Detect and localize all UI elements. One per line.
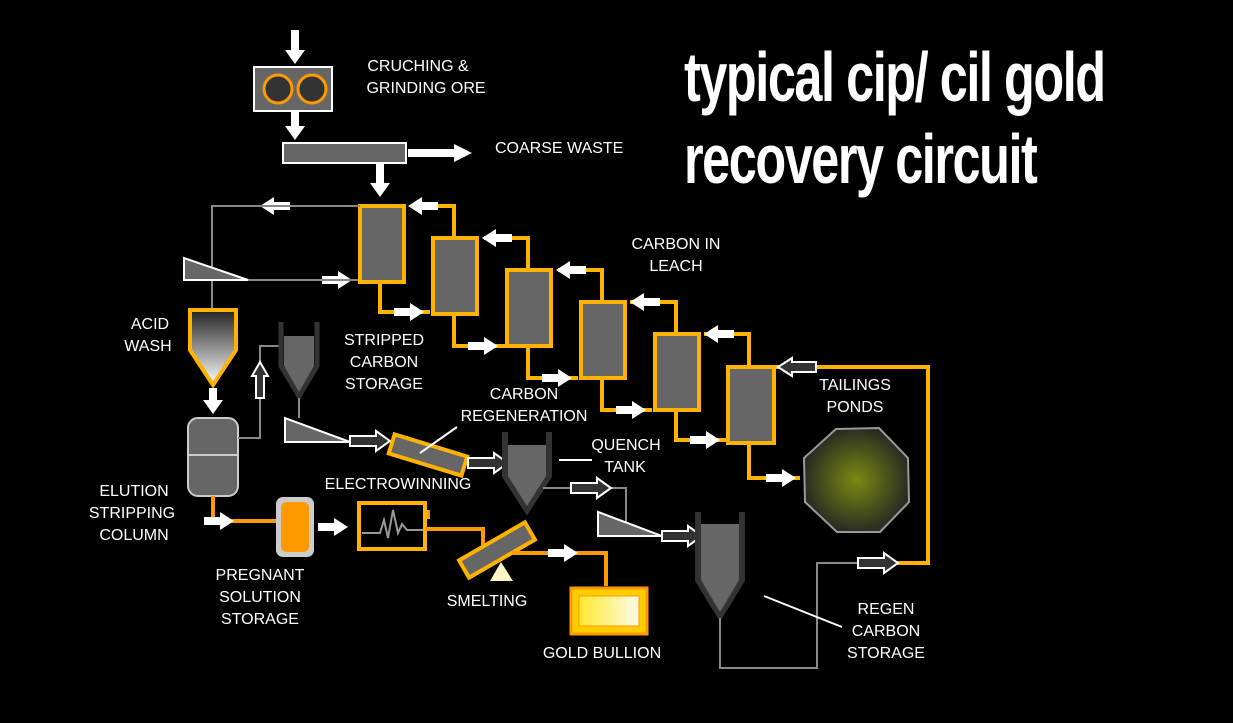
- leach-tank-6: [726, 365, 776, 445]
- smelter-to-bullion-arrow: [548, 544, 578, 562]
- screen-to-leach-arrow: [370, 163, 390, 197]
- quench-outflow-arrow: [570, 477, 612, 499]
- smelter-stand-icon: [490, 562, 513, 581]
- loaded-carbon-line: [211, 205, 360, 308]
- crusher-to-screen-arrow: [285, 112, 305, 140]
- elution-to-storage-arrow: [204, 512, 234, 530]
- crusher-icon: [253, 66, 333, 112]
- carbon-screen-icon: [183, 256, 249, 281]
- tailings-pond-icon: [802, 426, 911, 533]
- regen-carbon-inlet-arrow: [776, 356, 817, 378]
- acid-wash-to-elution-arrow: [203, 388, 223, 414]
- label-crushing: CRUCHING &GRINDING ORE: [366, 58, 485, 97]
- smelting-furnace-icon: [456, 519, 538, 581]
- gold-bullion-icon: [569, 586, 649, 636]
- label-smelting: SMELTING: [447, 593, 528, 610]
- coarse-waste-arrow: [408, 144, 472, 162]
- stripped-carbon-up-arrow: [250, 359, 270, 399]
- regeneration-kiln-icon: [386, 431, 470, 479]
- vibrating-screen-icon: [282, 142, 407, 164]
- electrowinning-cell-icon: [357, 501, 427, 551]
- to-kiln-arrow: [349, 430, 391, 452]
- leach-tank-5: [653, 332, 701, 412]
- quench-tank-icon: [502, 432, 552, 516]
- regen-carbon-return-arrow: [857, 552, 899, 574]
- storage-to-ew-arrow: [318, 518, 348, 536]
- regen-carbon-return-line: [719, 562, 858, 669]
- leach-tank-4: [579, 300, 627, 380]
- regen-carbon-storage-icon: [695, 512, 745, 622]
- leach-tank-2: [431, 236, 479, 316]
- regen-storage-pointer: [763, 595, 843, 628]
- leach-tanks: [358, 204, 776, 445]
- stripped-carbon-hopper-icon: [278, 322, 320, 401]
- regen-screen-icon: [284, 416, 351, 443]
- leach-tank-3: [505, 268, 553, 348]
- sizing-screen-icon: [597, 510, 663, 537]
- title-line-2: recovery circuit: [684, 120, 1038, 198]
- acid-wash-vessel-icon: [188, 308, 238, 389]
- carbon-regeneration-pointer: [419, 426, 458, 454]
- diagram-title: typical cip/ cil gold recovery circuit: [684, 36, 1106, 200]
- ew-to-smelter-pipe: [425, 527, 485, 545]
- elution-column-icon: [187, 417, 239, 497]
- smelter-to-bullion-pipe: [512, 551, 608, 586]
- ore-feed-arrow: [285, 30, 305, 64]
- pregnant-solution-tank-icon: [276, 497, 314, 557]
- label-gold-bullion: GOLD BULLION: [543, 645, 661, 662]
- label-coarse-waste: COARSE WASTE: [495, 140, 623, 157]
- title-line-1: typical cip/ cil gold: [684, 38, 1106, 116]
- leach-tank-1: [358, 204, 406, 284]
- label-electrowinning: ELECTROWINNING: [325, 476, 472, 493]
